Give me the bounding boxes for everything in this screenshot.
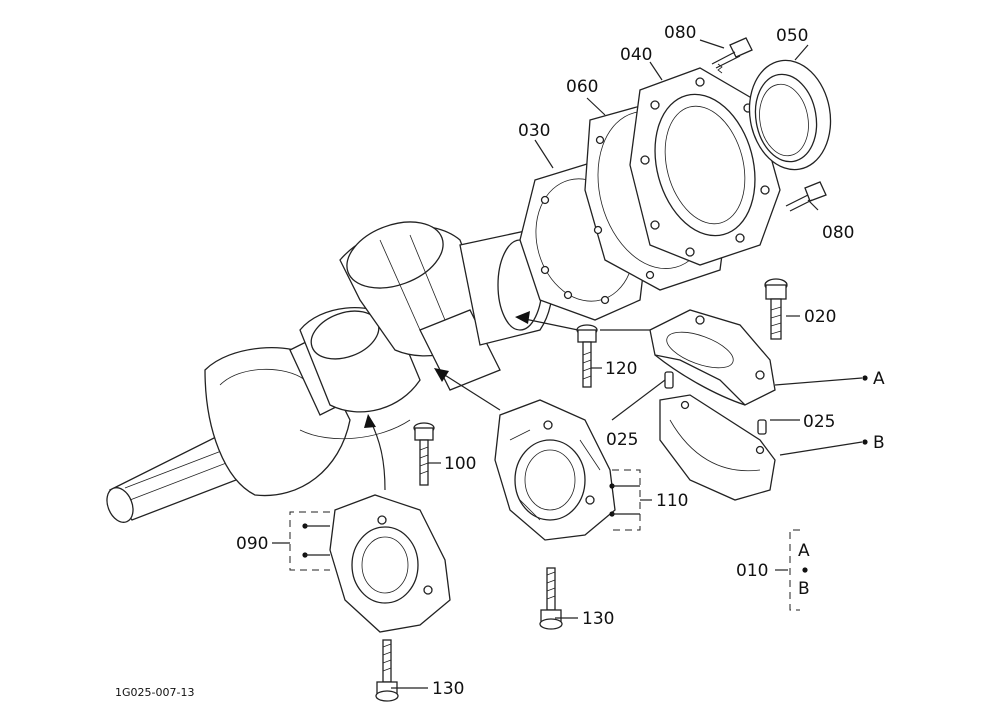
callout-010-a: A — [798, 541, 810, 561]
main-bearing-case-090 — [329, 494, 451, 633]
bolt-130-left — [375, 639, 399, 702]
callout-025-left: 025 — [606, 430, 638, 450]
callout-080-upper: 080 — [664, 23, 696, 43]
callout-130-centre: 130 — [582, 609, 614, 629]
bolt-100 — [413, 422, 435, 486]
bracket-090 — [289, 511, 330, 571]
callout-110: 110 — [656, 491, 688, 511]
callout-080-lower: 080 — [822, 223, 854, 243]
dowel-pin-025-right — [757, 419, 767, 435]
callout-010: 010 — [736, 561, 768, 581]
callout-b: B — [873, 433, 885, 453]
bolt-120 — [576, 324, 598, 388]
bolt-080-lower — [785, 181, 827, 212]
callout-060: 060 — [566, 77, 598, 97]
callout-100: 100 — [444, 454, 476, 474]
bolt-080-upper — [711, 37, 753, 74]
callout-050: 050 — [776, 26, 808, 46]
bracket-110 — [612, 469, 641, 531]
callout-120: 120 — [605, 359, 637, 379]
bracket-010 — [789, 529, 800, 611]
callout-090: 090 — [236, 534, 268, 554]
figure-id: 1G025-007-13 — [115, 686, 194, 699]
leader-lines — [272, 39, 863, 689]
assembly-arrows — [364, 311, 655, 491]
main-bearing-case-a — [649, 309, 776, 406]
main-bearing-case-b — [659, 394, 776, 501]
crankshaft — [106, 221, 553, 523]
dowel-pin-025-left — [664, 371, 674, 389]
callout-010-b: B — [798, 579, 810, 599]
callout-130-left: 130 — [432, 679, 464, 699]
bolt-130-centre — [539, 567, 563, 630]
callout-030: 030 — [518, 121, 550, 141]
callout-025-right: 025 — [803, 412, 835, 432]
main-bearing-case-110 — [494, 399, 616, 541]
oil-seal-050 — [748, 59, 832, 171]
callout-a: A — [873, 369, 885, 389]
bolt-020 — [764, 278, 788, 340]
callout-020: 020 — [804, 307, 836, 327]
callout-040: 040 — [620, 45, 652, 65]
callout-labels: 080 050 040 060 030 080 020 120 025 025 … — [115, 23, 885, 699]
bearing-case-cover-040 — [629, 67, 781, 266]
